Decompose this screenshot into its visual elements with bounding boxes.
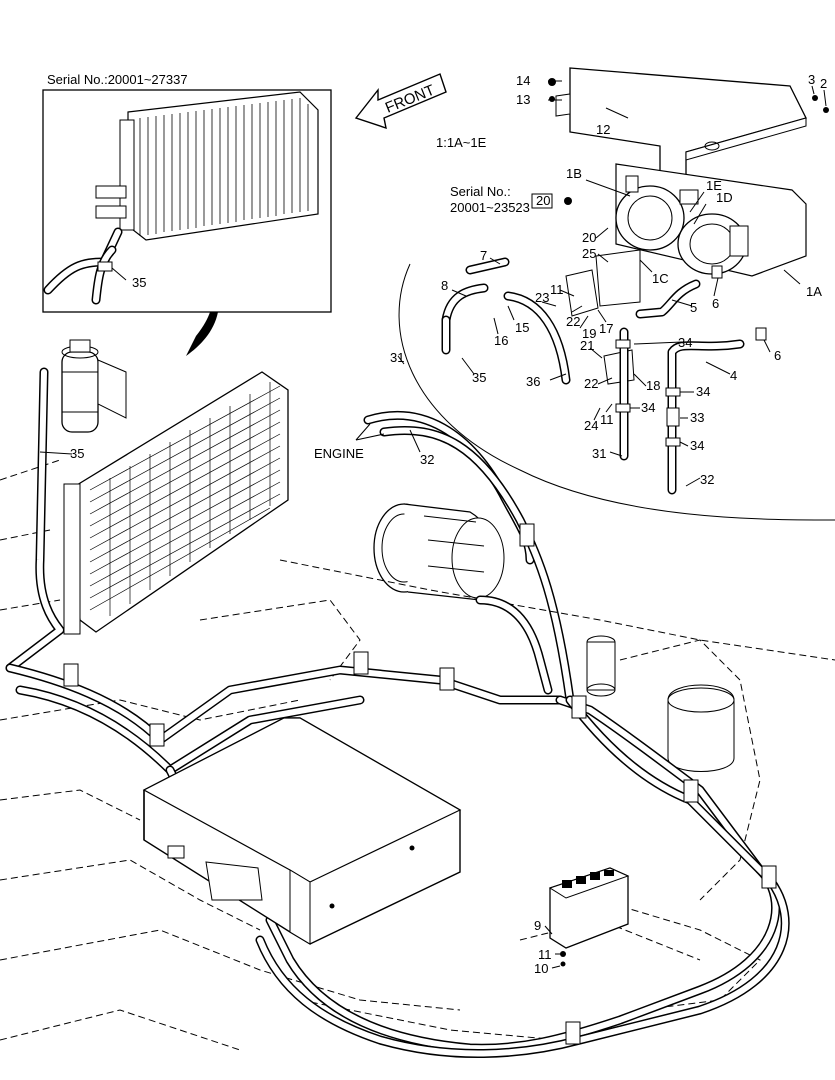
callout-13: 13	[516, 92, 530, 107]
bolt-14	[548, 78, 556, 86]
callout-4: 4	[730, 368, 737, 383]
callout-35-inset: 35	[132, 275, 146, 290]
clamp-frame-9	[565, 1021, 581, 1045]
callout-3: 3	[808, 72, 815, 87]
control-unit	[548, 867, 630, 967]
leader-lines	[39, 80, 827, 969]
callout-20-box: 20	[536, 193, 550, 208]
callout-34d: 34	[690, 438, 704, 453]
serial-range-line2: 20001~23523	[450, 200, 530, 215]
clamp-34b	[665, 387, 681, 397]
clamp-6a	[711, 265, 723, 279]
inset-condenser-detail: Serial No.:20001~27337	[42, 72, 332, 313]
clamp-frame-3	[353, 651, 369, 675]
callout-22b: 22	[584, 376, 598, 391]
serial-range-line1: Serial No.:	[450, 184, 511, 199]
callout-25: 25	[582, 246, 596, 261]
callout-10: 10	[534, 961, 548, 976]
clamp-frame-1	[63, 663, 79, 687]
inset-serial-caption: Serial No.:20001~27337	[47, 72, 188, 87]
detail-hoses	[363, 257, 745, 705]
clamp-frame-8	[761, 865, 777, 889]
callout-7: 7	[480, 248, 487, 263]
callout-21: 21	[580, 338, 594, 353]
callout-31: 31	[390, 350, 404, 365]
clamp-frame-6	[571, 695, 587, 719]
callout-6a: 6	[712, 296, 719, 311]
callout-1E: 1E	[706, 178, 722, 193]
clamp-34c	[615, 403, 631, 413]
callout-34b: 34	[696, 384, 710, 399]
callout-box-20	[531, 193, 553, 209]
front-direction-arrow: FRONT	[354, 73, 447, 130]
clamp-34a	[615, 339, 631, 349]
callout-1B: 1B	[566, 166, 582, 181]
callout-34a: 34	[678, 335, 692, 350]
callout-23: 23	[535, 290, 549, 305]
callout-12: 12	[596, 122, 610, 137]
clamp-frame-7	[683, 779, 699, 803]
inset-condenser-core	[95, 91, 319, 241]
callout-20: 20	[582, 230, 596, 245]
machine-frame	[0, 459, 835, 1051]
callout-32a: 32	[420, 452, 434, 467]
evaporator-heater-unit	[142, 717, 462, 945]
engine-label: ENGINE	[314, 446, 364, 461]
callout-19: 19	[582, 326, 596, 341]
callout-5: 5	[690, 300, 697, 315]
callout-2: 2	[820, 76, 827, 91]
detail-pointer-arrow	[186, 312, 218, 356]
washer-3	[812, 95, 818, 101]
detail-region-arc	[398, 263, 835, 521]
callout-17: 17	[599, 321, 613, 336]
cover-plate	[555, 67, 807, 185]
compressor	[373, 503, 505, 601]
clamp-34d	[665, 437, 681, 447]
clamp-frame-4	[439, 667, 455, 691]
joint-33	[666, 407, 680, 427]
callout-1A: 1A	[806, 284, 822, 299]
clamp-frame-2	[149, 723, 165, 747]
main-condenser	[63, 371, 289, 635]
callout-31b: 31	[592, 446, 606, 461]
blower-unit	[615, 163, 807, 277]
callout-35c: 35	[70, 446, 84, 461]
clamp-6b	[755, 327, 767, 341]
callout-22a: 22	[566, 314, 580, 329]
callout-32b: 32	[700, 472, 714, 487]
callout-15: 15	[515, 320, 529, 335]
callout-labels: 14 13 12 3 2 1B 1E 1D 20 25 7 8 11 23 22…	[70, 72, 827, 976]
callout-1C: 1C	[652, 271, 669, 286]
receiver-drier	[61, 339, 127, 433]
bolt-2	[823, 107, 829, 113]
callout-11c: 11	[538, 947, 552, 962]
callout-11b: 11	[600, 412, 614, 427]
washer-13	[549, 96, 555, 102]
scale-caption: 1:1A~1E	[436, 135, 487, 150]
callout-16: 16	[494, 333, 508, 348]
callout-33: 33	[690, 410, 704, 425]
callout-35b: 35	[472, 370, 486, 385]
callout-11a: 11	[550, 282, 564, 297]
callout-24: 24	[584, 418, 598, 433]
clamp-frame-5	[519, 523, 535, 547]
callout-9: 9	[534, 918, 541, 933]
callout-6b: 6	[774, 348, 781, 363]
callout-1D: 1D	[716, 190, 733, 205]
main-hoses	[5, 367, 790, 1059]
callout-8: 8	[441, 278, 448, 293]
callout-34c: 34	[641, 400, 655, 415]
callout-14: 14	[516, 73, 530, 88]
callout-36: 36	[526, 374, 540, 389]
callout-18: 18	[646, 378, 660, 393]
screw-20-detail	[564, 197, 572, 205]
